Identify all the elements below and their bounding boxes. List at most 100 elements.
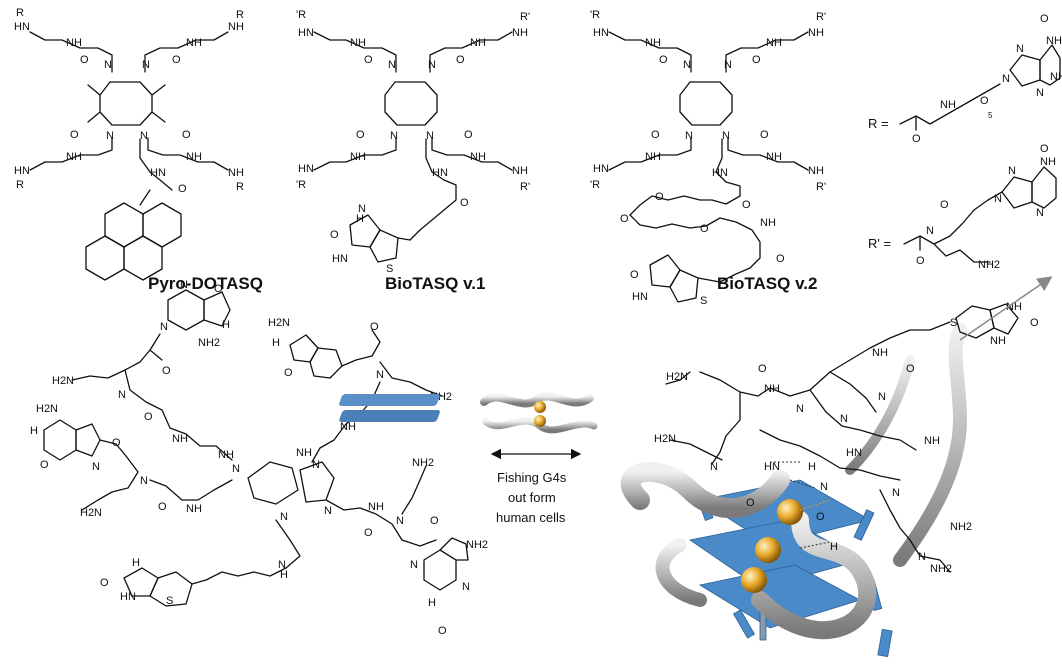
carbonyl-o-atom: O (980, 95, 989, 107)
biotin-o-atom: O (630, 269, 639, 281)
carbonyl-o-atom: O (356, 129, 365, 141)
guanine-hn-atom: HN (764, 461, 780, 473)
guanine-o-atom: O (438, 625, 447, 637)
compound-name-biotasq-v1: BioTASQ v.1 (385, 274, 485, 293)
tertiary-n-atom: N (396, 515, 404, 527)
amide-nh-atom: NH (470, 151, 486, 163)
carbonyl-o-atom: O (659, 54, 668, 66)
carbonyl-o-atom: O (940, 199, 949, 211)
ring-n-atom: N (724, 59, 732, 71)
g4-complex-3d-model: H2N H2N N O NH N N N NH O HN NH N NH2 NH… (620, 276, 1053, 658)
r-prime-equals-label: R' = (868, 236, 891, 251)
terminal-nh-atom: NH (228, 21, 244, 33)
ring-n-atom: N (683, 59, 691, 71)
biotin-s-atom: S (386, 263, 393, 275)
template-n-atom: N (840, 413, 848, 425)
amide-nh-atom: NH (350, 37, 366, 49)
g4-thumbnail (339, 392, 598, 434)
r-group-label: R (16, 7, 24, 19)
carbonyl-o-atom: O (182, 129, 191, 141)
biotin-hn-atom: HN (332, 253, 348, 265)
caption-line-1: Fishing G4s (497, 470, 567, 485)
r-group-label: R (16, 179, 24, 191)
r-prime-group-label: R' (816, 181, 826, 193)
ring-n-atom: N (106, 130, 114, 142)
biotasq-full-structure: N N N N N O H NH2 N O H2N N O NH NH H2N … (30, 279, 488, 637)
biotin-o-atom: O (100, 577, 109, 589)
terminal-hn-atom: HN (298, 163, 314, 175)
amide-nh-atom: NH (470, 37, 486, 49)
amide-nh-atom: NH (766, 151, 782, 163)
amide-hn-atom: HN (432, 167, 448, 179)
biotin-nh-atom: NH (990, 335, 1006, 347)
ether-o-atom: O (700, 223, 709, 235)
amide-nh-atom: NH (172, 433, 188, 445)
carbonyl-o-atom: O (742, 199, 751, 211)
carbonyl-o-atom: O (916, 255, 925, 267)
ion-sphere-icon (534, 401, 546, 413)
guanine-nh-atom: NH (1040, 156, 1056, 168)
compound-name-pyro-dotasq: Pyro-DOTASQ (148, 274, 263, 293)
carbonyl-o-atom: O (752, 54, 761, 66)
amide-nh-atom: NH (350, 151, 366, 163)
template-n-atom: N (280, 511, 288, 523)
amide-nh-atom: NH (66, 37, 82, 49)
pyro-dotasq-structure: N N N N O O O O NH NH NH NH HN NH HN NH … (14, 7, 244, 281)
biotasq-v2-structure: N N N N O O O O NH NH NH NH HN NH HN NH … (590, 9, 826, 307)
r-prime-group-label: 'R (590, 179, 600, 191)
terminal-hn-atom: HN (593, 163, 609, 175)
guanine-n-atom: N (410, 559, 418, 571)
biotin-s-atom: S (700, 295, 707, 307)
r-group-label: R (236, 9, 244, 21)
ring-n-atom: N (140, 130, 148, 142)
guanine-h-atom: H (272, 337, 280, 349)
amide-nh-atom: NH (645, 37, 661, 49)
guanine-n-atom: N (180, 279, 188, 291)
ring-n-atom: N (390, 130, 398, 142)
amide-nh-atom: NH (760, 217, 776, 229)
guanine-nh2-atom: NH2 (466, 539, 488, 551)
terminal-nh-atom: NH (808, 165, 824, 177)
carbonyl-o-atom: O (760, 129, 769, 141)
carbonyl-o-atom: O (158, 501, 167, 513)
carbonyl-o-atom: O (370, 321, 379, 333)
ion-sphere-icon (534, 415, 546, 427)
amide-nh-atom: NH (764, 383, 780, 395)
r-prime-group-label: R' (520, 11, 530, 23)
guanine-n-atom: N (1016, 43, 1024, 55)
amide-nh-atom: NH (924, 435, 940, 447)
guanine-n-atom: N (92, 461, 100, 473)
amide-nh-atom: NH (940, 99, 956, 111)
terminal-hn-atom: HN (593, 27, 609, 39)
r-prime-group-label: 'R (296, 9, 306, 21)
carbonyl-o-atom: O (162, 365, 171, 377)
guanine-nh-atom: NH (1046, 35, 1062, 47)
template-n-atom: N (878, 391, 886, 403)
carbonyl-o-atom: O (456, 54, 465, 66)
carbonyl-o-atom: O (70, 129, 79, 141)
tertiary-n-atom: N (140, 475, 148, 487)
amine-h2n-atom: H2N (52, 375, 74, 387)
terminal-hn-atom: HN (298, 27, 314, 39)
biotin-nh-atom: NH (1006, 301, 1022, 313)
carbonyl-o-atom: O (144, 411, 153, 423)
guanine-n-atom: N (820, 481, 828, 493)
biotin-hn-atom: HN (632, 291, 648, 303)
r-prime-group-label: 'R (590, 9, 600, 21)
amine-h2n-atom: H2N (80, 507, 102, 519)
amine-n-atom: N (278, 559, 286, 571)
biotin-h-atom: H (356, 213, 364, 225)
biotin-s-atom: S (950, 317, 957, 329)
carbonyl-o-atom: O (906, 363, 915, 375)
carbonyl-o-atom: O (912, 133, 921, 145)
guanine-n-atom: N (1036, 87, 1044, 99)
r-prime-group-label: 'R (296, 179, 306, 191)
guanine-h-atom: H (428, 597, 436, 609)
guanine-h-atom: H (30, 425, 38, 437)
carbonyl-o-atom: O (80, 54, 89, 66)
amine-h-atom: H (280, 569, 288, 581)
guanine-h2n-atom: H2N (36, 403, 58, 415)
ether-o-atom: O (655, 191, 664, 203)
biotin-hn-atom: HN (120, 591, 136, 603)
